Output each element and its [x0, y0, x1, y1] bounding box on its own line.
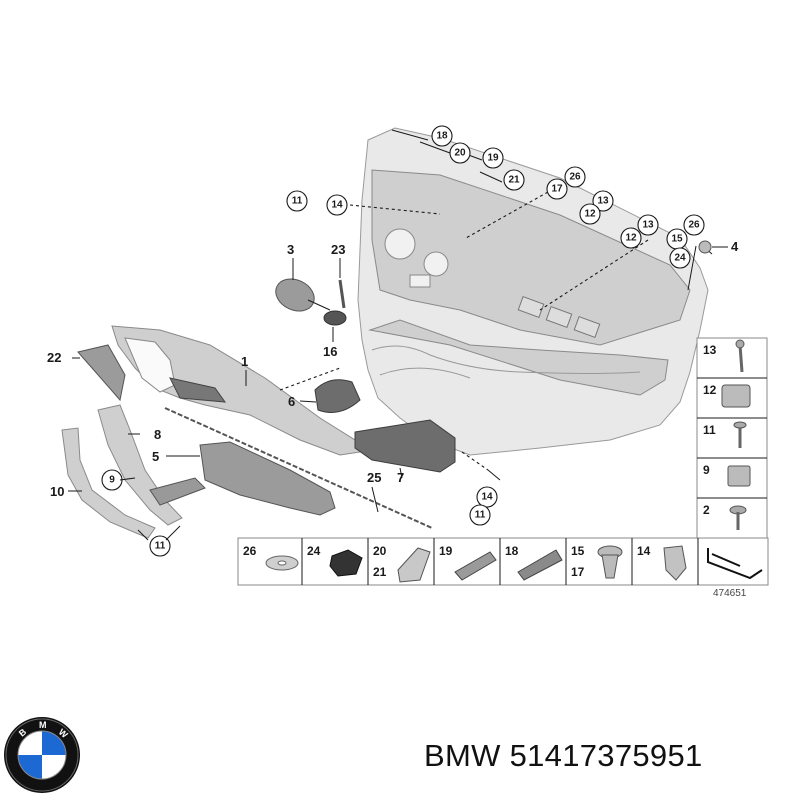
- svg-text:12: 12: [584, 209, 596, 220]
- callout-11: 11: [286, 190, 308, 212]
- label-16: 16: [323, 344, 337, 359]
- svg-text:19: 19: [487, 153, 499, 164]
- part-10-handle: [61, 427, 156, 539]
- svg-text:14: 14: [481, 492, 493, 503]
- label-4: 4: [731, 239, 739, 254]
- diagram-id: 474651: [713, 588, 747, 599]
- part-25-strip: [164, 407, 433, 529]
- part-23-screw: [338, 258, 346, 309]
- svg-text:9: 9: [109, 475, 115, 486]
- callout-9: 9: [101, 469, 123, 491]
- label-25: 25: [367, 470, 381, 485]
- label-22: 22: [47, 350, 61, 365]
- callout-18: 18: [431, 125, 453, 147]
- callout-21: 21: [503, 169, 525, 191]
- svg-text:17: 17: [551, 184, 563, 195]
- bottom-table-21: 21: [373, 565, 387, 579]
- callout-12: 12: [579, 203, 601, 225]
- bottom-table-17: 17: [571, 565, 585, 579]
- part-4-clip: [698, 240, 728, 254]
- part-number: 51417375951: [509, 738, 703, 773]
- label-8: 8: [154, 427, 161, 442]
- svg-text:14: 14: [331, 200, 343, 211]
- part-22-trim: [72, 344, 126, 402]
- callout-13: 13: [592, 190, 614, 212]
- svg-text:11: 11: [155, 541, 166, 552]
- part-8-handle-frame: [97, 404, 206, 526]
- part-6-grille: [299, 379, 361, 413]
- bottom-table-20: 20: [373, 544, 387, 558]
- svg-text:20: 20: [454, 148, 466, 159]
- side-table-12: 12: [703, 383, 717, 397]
- svg-text:M: M: [39, 720, 47, 730]
- callout-13: 13: [637, 214, 659, 236]
- callout-11: 11: [469, 504, 491, 526]
- label-10: 10: [50, 484, 64, 499]
- bottom-fastener-table: 26 24 20 21 19 18 15 17 14 474651: [237, 537, 769, 599]
- side-table-2: 2: [703, 503, 710, 517]
- part-16-cap: [323, 310, 347, 342]
- svg-text:18: 18: [436, 131, 448, 142]
- side-fastener-table: 13 12 11 9 2: [696, 337, 768, 539]
- svg-text:13: 13: [642, 220, 654, 231]
- svg-text:26: 26: [688, 220, 700, 231]
- part-3-speaker-cover: [275, 258, 331, 312]
- svg-text:15: 15: [671, 234, 683, 245]
- part-7-pad: [354, 419, 456, 479]
- callout-20: 20: [449, 142, 471, 164]
- brand-name: BMW: [424, 738, 501, 773]
- svg-text:11: 11: [292, 196, 303, 207]
- brand-part-number: BMW 51417375951: [424, 738, 703, 774]
- label-23: 23: [331, 242, 345, 257]
- svg-text:26: 26: [569, 172, 581, 183]
- bmw-logo: B M W: [4, 717, 80, 793]
- callouts: 18 20 19 21 17 26 11 14 13 12 13 12 26 1…: [101, 125, 705, 557]
- callout-14: 14: [326, 194, 348, 216]
- side-table-11: 11: [703, 423, 716, 437]
- label-3: 3: [287, 242, 294, 257]
- bottom-table-19: 19: [439, 544, 453, 558]
- svg-text:21: 21: [508, 175, 520, 186]
- svg-text:11: 11: [475, 510, 486, 521]
- part-labels: 3 23 16 22 1 6 8 5 10 25 7 4: [47, 239, 739, 499]
- callout-19: 19: [482, 147, 504, 169]
- callout-14: 14: [476, 486, 498, 508]
- svg-text:B: B: [17, 726, 29, 738]
- svg-text:13: 13: [597, 196, 609, 207]
- callout-15: 15: [666, 228, 688, 250]
- side-table-13: 13: [703, 343, 717, 357]
- bottom-table-24: 24: [307, 544, 321, 558]
- bottom-table-15: 15: [571, 544, 585, 558]
- label-5: 5: [152, 449, 159, 464]
- callout-17: 17: [546, 178, 568, 200]
- bottom-table-26: 26: [243, 544, 257, 558]
- leader-11-bottom: [119, 477, 181, 541]
- svg-text:12: 12: [625, 233, 637, 244]
- bottom-table-18: 18: [505, 544, 519, 558]
- part-1-armrest-panel: [111, 325, 361, 456]
- door-panel: [357, 127, 709, 456]
- callout-26: 26: [564, 166, 586, 188]
- label-7: 7: [397, 470, 404, 485]
- svg-text:24: 24: [674, 253, 686, 264]
- part-5-armrest: [166, 441, 336, 516]
- bottom-table-14: 14: [637, 544, 651, 558]
- callout-11: 11: [149, 535, 171, 557]
- callout-24: 24: [669, 247, 691, 269]
- callout-12: 12: [620, 227, 642, 249]
- label-1: 1: [241, 354, 248, 369]
- side-table-9: 9: [703, 463, 710, 477]
- label-6: 6: [288, 394, 295, 409]
- callout-26: 26: [683, 214, 705, 236]
